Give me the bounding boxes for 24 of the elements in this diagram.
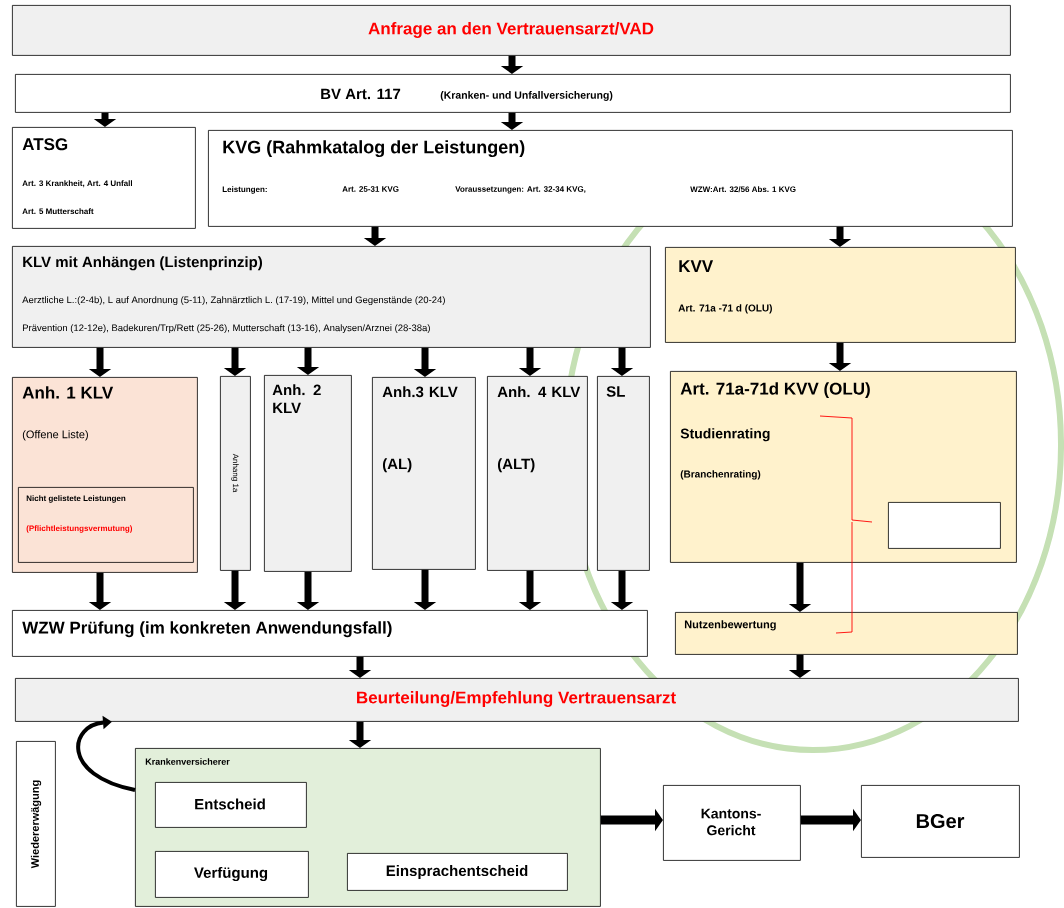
process-box: Nutzenbewertung [675, 612, 1018, 655]
process-box: Entscheid [155, 782, 307, 828]
process-box: Einsprachentscheid [347, 853, 568, 891]
process-box: KLV mit Anhängen (Listenprinzip) Aerztliche L.:(2-4b), L auf Anordnung (5-11), Zahnärztlich L. (17-19), Mittel und Gegenstände (20-24) Prävention (12-12e), Badekuren/Trp/Rett (25-26), Mutterschaft (13-16), Analysen/Arznei (28-38a) [12, 246, 651, 348]
process-box: Kantons- Gericht [663, 785, 801, 861]
process-box: Anhang 1a [220, 376, 251, 571]
process-box: Wiedererwägung [16, 741, 56, 907]
process-box: KVG (Rahmkatalog der Leistungen) Leistungen: Art. 25-31 KVG Voraussetzungen: Art. 32-34 KVG, WZW:Art. 32/56 Abs. 1 KVG [208, 130, 1013, 227]
process-box: KVV Art. 71a -71 d (OLU) [665, 247, 1016, 343]
process-box: Nicht gelistete Leistungen (Pflichtleistungsvermutung) [18, 487, 194, 563]
process-box: Anh.3 KLV (AL) [372, 377, 476, 570]
empty-box [888, 502, 1001, 549]
header-box: Anfrage an den Vertrauensarzt/VAD [12, 5, 1011, 56]
process-box: Verfügung [155, 851, 309, 898]
process-box: SL [597, 376, 650, 571]
process-box: BV Art. 117 (Kranken- und Unfallversicherung) [15, 74, 1011, 113]
process-box: Anh. 4 KLV (ALT) [487, 376, 588, 571]
process-box: BGer [861, 785, 1020, 858]
process-box: Anh. 2 KLV [264, 375, 352, 572]
process-box: WZW Prüfung (im konkreten Anwendungsfall) [12, 610, 648, 657]
process-box: Art. 71a-71d KVV (OLU) Studienrating (Branchenrating) [670, 371, 1017, 563]
arrow [76, 715, 136, 792]
process-box: Beurteilung/Empfehlung Vertrauensarzt [15, 678, 1019, 722]
process-box: ATSG Art. 3 Krankheit, Art. 4 Unfall Art. 5 Mutterschaft [12, 127, 196, 229]
